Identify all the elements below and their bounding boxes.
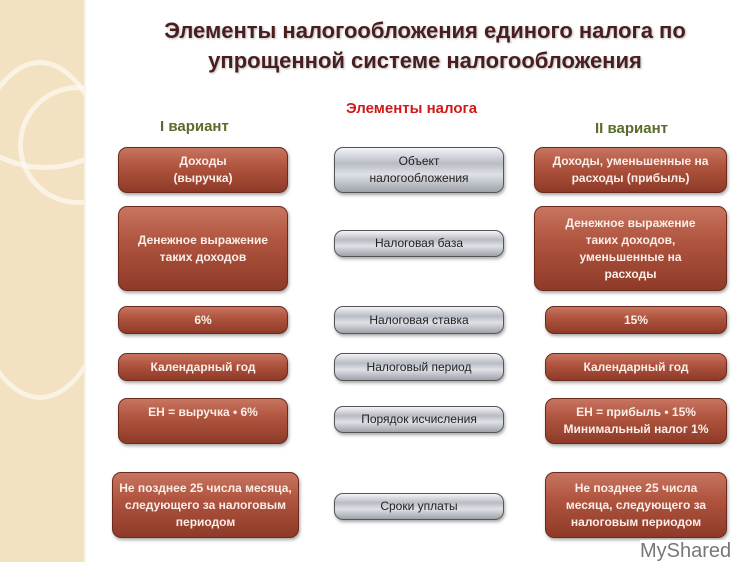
variant1-object: Доходы (выручка)	[118, 147, 288, 193]
variant1-calculation: ЕН = выручка • 6%	[118, 398, 288, 444]
variant2-object: Доходы, уменьшенные на расходы (прибыль)	[534, 147, 727, 193]
decor-ring	[0, 60, 84, 400]
variant1-base: Денежное выражение таких доходов	[118, 206, 288, 291]
variant2-calculation: ЕН = прибыль • 15% Минимальный налог 1%	[545, 398, 727, 444]
variant1-period: Календарный год	[118, 353, 288, 381]
slide-title: Элементы налогообложения единого налога …	[164, 18, 686, 73]
variant1-rate: 6%	[118, 306, 288, 334]
element-base: Налоговая база	[334, 230, 504, 257]
variant2-period: Календарный год	[545, 353, 727, 381]
variant2-base: Денежное выражение таких доходов, уменьш…	[534, 206, 727, 291]
decorative-strip	[0, 0, 86, 562]
element-payment-term: Сроки уплаты	[334, 493, 504, 520]
variant2-rate: 15%	[545, 306, 727, 334]
center-header: Элементы налога	[346, 100, 478, 117]
variant2-payment-term: Не позднее 25 числа месяца, следующего з…	[545, 472, 727, 538]
right-header: II вариант	[595, 120, 669, 137]
element-calculation: Порядок исчисления	[334, 406, 504, 433]
left-header: I вариант	[160, 118, 229, 135]
element-object: Объект налогообложения	[334, 147, 504, 193]
element-period: Налоговый период	[334, 353, 504, 381]
element-rate: Налоговая ставка	[334, 306, 504, 334]
watermark-logo: MyShared	[640, 540, 732, 562]
variant1-payment-term: Не позднее 25 числа месяца, следующего з…	[112, 472, 299, 538]
